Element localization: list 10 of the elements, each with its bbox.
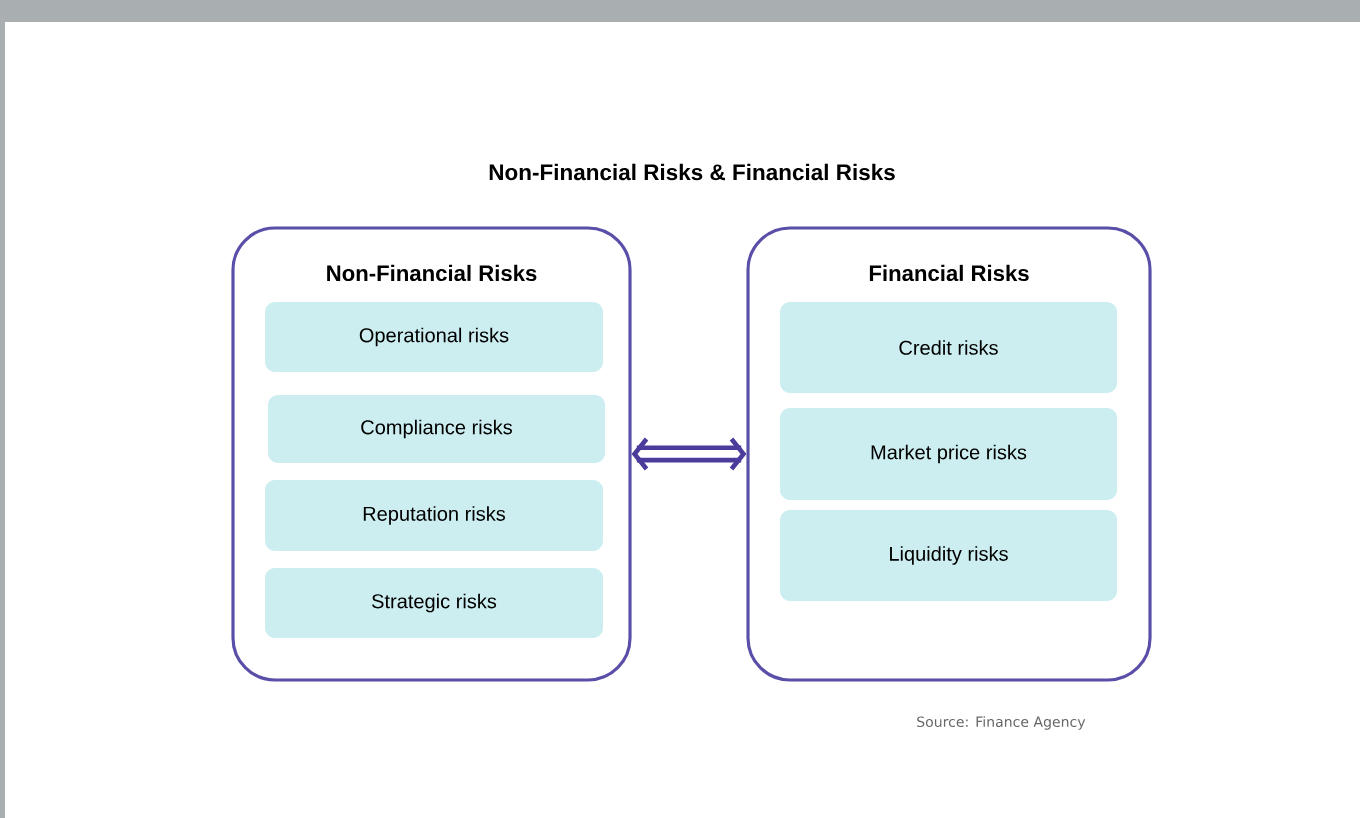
risk-box: Reputation risks: [265, 480, 603, 551]
double-arrow: [631, 437, 747, 471]
risk-box: Compliance risks: [268, 395, 605, 463]
risk-box: Operational risks: [265, 302, 603, 372]
risk-box: Credit risks: [780, 302, 1117, 393]
source-note: Source: Finance Agency: [917, 716, 1086, 730]
risk-box: Liquidity risks: [780, 510, 1117, 601]
diagram-title: Non-Financial Risks & Financial Risks: [489, 163, 895, 181]
risk-box: Strategic risks: [265, 568, 603, 638]
risk-box: Market price risks: [780, 408, 1117, 500]
